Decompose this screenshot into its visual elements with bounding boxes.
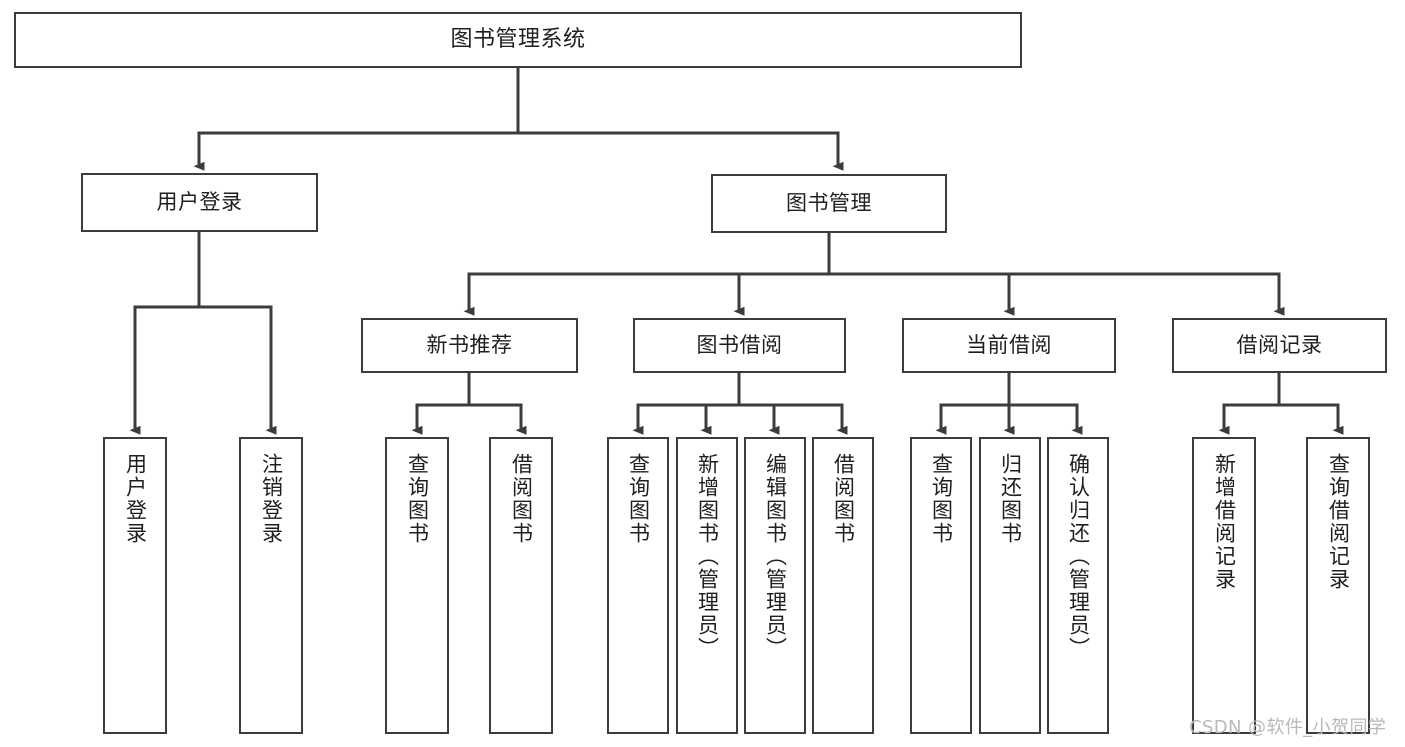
node-label: 图书管理系统: [450, 26, 586, 52]
leaf-current-return-book[interactable]: 归还图书: [979, 437, 1041, 734]
node-borrow-records[interactable]: 借阅记录: [1172, 318, 1387, 373]
node-label: 查询图书: [929, 453, 954, 545]
node-user-login[interactable]: 用户登录: [81, 173, 318, 232]
node-label: 当前借阅: [966, 332, 1052, 357]
node-label: 新增图书（管理员）: [695, 453, 720, 660]
leaf-current-query-book[interactable]: 查询图书: [910, 437, 972, 734]
leaf-borrow-query-book[interactable]: 查询图书: [607, 437, 669, 734]
node-label: 用户登录: [123, 453, 148, 545]
node-label: 用户登录: [156, 189, 243, 214]
node-label: 新书推荐: [426, 332, 513, 357]
node-book-management[interactable]: 图书管理: [711, 174, 947, 233]
leaf-records-query-record[interactable]: 查询借阅记录: [1306, 437, 1370, 734]
node-label: 图书管理: [786, 190, 872, 215]
node-label: 图书借阅: [696, 332, 783, 357]
leaf-new-books-borrow-book[interactable]: 借阅图书: [489, 437, 553, 734]
node-label: 归还图书: [998, 453, 1023, 545]
leaf-user-login-logout[interactable]: 注销登录: [239, 437, 303, 734]
leaf-new-books-query-book[interactable]: 查询图书: [385, 437, 449, 734]
node-label: 查询图书: [405, 453, 430, 545]
node-root-library-system[interactable]: 图书管理系统: [14, 12, 1022, 68]
node-label: 确认归还（管理员）: [1066, 453, 1091, 660]
node-label: 查询图书: [626, 453, 651, 545]
node-book-borrow[interactable]: 图书借阅: [633, 318, 846, 373]
node-current-borrow[interactable]: 当前借阅: [902, 318, 1116, 373]
leaf-user-login-login[interactable]: 用户登录: [103, 437, 167, 734]
node-label: 借阅图书: [509, 453, 534, 545]
leaf-borrow-borrow-book[interactable]: 借阅图书: [812, 437, 874, 734]
node-label: 编辑图书（管理员）: [763, 453, 788, 660]
leaf-borrow-edit-book-admin[interactable]: 编辑图书（管理员）: [744, 437, 806, 734]
node-label: 查询借阅记录: [1326, 453, 1351, 591]
node-label: 注销登录: [259, 453, 284, 545]
node-label: 新增借阅记录: [1212, 453, 1237, 591]
leaf-borrow-add-book-admin[interactable]: 新增图书（管理员）: [676, 437, 738, 734]
leaf-records-add-record[interactable]: 新增借阅记录: [1192, 437, 1256, 734]
watermark-text: CSDN @软件_小贺同学: [1189, 717, 1387, 738]
leaf-current-confirm-return-admin[interactable]: 确认归还（管理员）: [1047, 437, 1109, 734]
node-label: 借阅记录: [1236, 332, 1323, 357]
node-label: 借阅图书: [831, 453, 856, 545]
node-new-book-recommend[interactable]: 新书推荐: [361, 318, 578, 373]
